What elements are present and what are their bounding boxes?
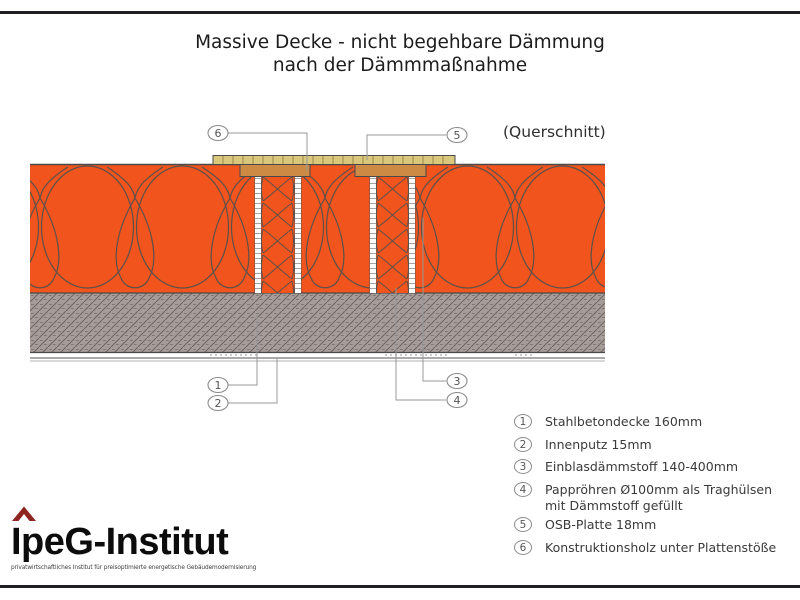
top-rule (0, 11, 800, 14)
callout-4: 4 (446, 391, 468, 409)
leader-lines (228, 132, 446, 404)
legend-number-3: 3 (514, 459, 532, 474)
legend-item-5: 5 OSB-Platte 18mm (514, 517, 776, 533)
leader-2 (228, 357, 278, 404)
title-line-2: nach der Dämmmaßnahme (272, 55, 528, 76)
callouts: 6 5 1 2 3 4 (207, 124, 468, 412)
legend-label-4: Pappröhren Ø100mm als Traghülsen mit Däm… (545, 482, 772, 514)
legend-label-2: Innenputz 15mm (545, 436, 652, 452)
legend-label-5: OSB-Platte 18mm (545, 517, 657, 532)
leader-5 (366, 134, 446, 160)
plaster-layer (30, 354, 605, 362)
callout-1: 1 (207, 376, 229, 394)
osb-plate (212, 155, 456, 165)
legend-item-1: 1 Stahlbetondecke 160mm (514, 414, 776, 430)
legend-number-1: 1 (514, 414, 532, 429)
callout-3-number: 3 (454, 375, 461, 388)
callout-6-number: 6 (215, 127, 222, 140)
callout-6: 6 (207, 124, 229, 142)
callout-2-number: 2 (215, 397, 222, 410)
callout-2: 2 (207, 394, 229, 412)
bottom-rule (0, 585, 800, 588)
legend-item-2: 2 Innenputz 15mm (514, 436, 776, 453)
insulation-layer (30, 163, 605, 293)
leader-4 (395, 288, 446, 401)
callout-1-number: 1 (215, 379, 222, 392)
legend-item-6: 6 Konstruktionsholz unter Plattenstöße (514, 539, 777, 556)
concrete-slab-layer (30, 292, 605, 354)
legend-item-3: 3 Einblasdämmstoff 140-400mm (514, 459, 776, 475)
leader-1 (228, 315, 258, 386)
callout-5-number: 5 (454, 129, 461, 142)
page-title: Massive Decke - nicht begehbare Dämmung … (0, 31, 800, 77)
leader-6 (228, 132, 308, 171)
legend-label-1: Stahlbetondecke 160mm (545, 414, 703, 429)
logo-roof-icon (12, 506, 36, 521)
logo-tagline: privatwirtschaftliches Institut für prei… (11, 565, 257, 571)
legend-number-5: 5 (514, 517, 532, 532)
legend-label-4-line1: Pappröhren Ø100mm als Traghülsen (545, 481, 773, 497)
cardboard-tube-right (369, 175, 416, 294)
leader-3 (422, 218, 446, 382)
view-label: (Querschnitt) (503, 123, 606, 141)
legend: 1 Stahlbetondecke 160mm 2 Innenputz 15mm… (514, 414, 776, 562)
legend-label-3: Einblasdämmstoff 140-400mm (545, 459, 739, 474)
legend-label-6: Konstruktionsholz unter Plattenstöße (545, 539, 777, 555)
callout-5: 5 (446, 126, 468, 144)
legend-number-4: 4 (514, 481, 532, 497)
title-line-1: Massive Decke - nicht begehbare Dämmung (195, 32, 605, 53)
cardboard-tube-left (254, 175, 302, 294)
legend-number-6: 6 (514, 539, 532, 555)
callout-4-number: 4 (454, 394, 461, 407)
legend-number-2: 2 (514, 436, 532, 452)
legend-item-4: 4 Pappröhren Ø100mm als Traghülsen mit D… (514, 481, 776, 514)
callout-3: 3 (446, 372, 468, 390)
logo-wordmark: IpeG-Institut (11, 521, 229, 563)
timber-blocks (239, 164, 427, 177)
legend-label-4-line2: mit Dämmstoff gefüllt (545, 497, 683, 513)
